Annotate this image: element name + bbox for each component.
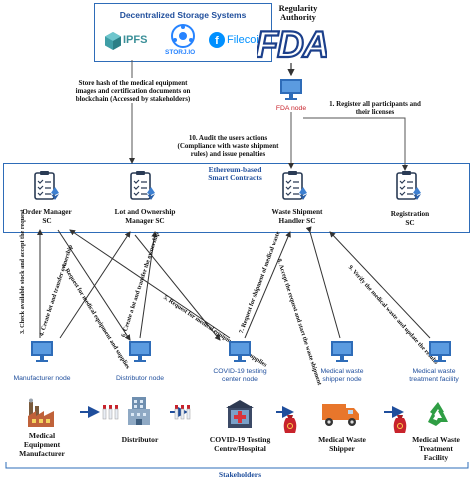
storj-label: STORJ.IO	[165, 49, 196, 56]
storj-icon	[171, 24, 195, 48]
distributor-monitor-icon	[128, 340, 152, 364]
note-audit-line1: 10. Audit the users actions	[188, 134, 268, 142]
testing-center-node-label-line2: center node	[222, 376, 258, 383]
waste-shipment-label-line1: Waste Shipment	[271, 207, 323, 216]
ethereum-label-line2: Smart Contracts	[208, 173, 262, 182]
building-icon	[126, 395, 152, 427]
treatment-facility-node-label-line1: Medical waste	[412, 368, 456, 375]
fda-node-label: FDA node	[275, 105, 307, 112]
register-arrow	[303, 117, 408, 171]
truck-icon	[320, 400, 360, 428]
waste-shipper-label-line2: Shipper	[329, 444, 355, 453]
manufacturer-label-line2: Equipment	[23, 440, 61, 449]
registration-label-line1: Registration	[390, 209, 430, 218]
biohazard-bag-icon-2	[392, 414, 408, 434]
testing-center-node-label-line1: COVID-19 testing	[213, 368, 267, 375]
stakeholders-label: Stakeholders	[218, 470, 262, 479]
step8-arrow	[305, 226, 341, 339]
ethereum-box	[3, 163, 470, 233]
waste-shipper-node-label-line2: shipper node	[322, 376, 362, 383]
manufacturer-label-line3: Manufacturer	[19, 449, 65, 458]
manufacturer-label-line1: Medical	[28, 431, 56, 440]
recycle-icon	[424, 400, 452, 428]
note-store-hash-line2: images and certification documents on	[75, 87, 191, 95]
note-store-hash-line1: Store hash of the medical equipment	[78, 79, 188, 87]
ethereum-label-line1: Ethereum-based	[208, 165, 262, 174]
manufacturer-node-label: Manufacturer node	[13, 375, 71, 382]
note-register-line2: their licenses	[355, 108, 395, 116]
biohazard-bag-icon-1	[282, 414, 298, 434]
fda-monitor-icon	[279, 78, 303, 102]
manufacturer-monitor-icon	[30, 340, 54, 364]
test-tube-icon-2	[174, 404, 194, 420]
lot-ownership-label-line2: Manager SC	[125, 216, 165, 225]
filecoin-label: Filecoin	[227, 34, 265, 46]
distributor-node-label: Distributor node	[116, 375, 164, 382]
waste-shipper-node-label-line1: Medical waste	[320, 368, 364, 375]
stakeholders-bracket	[5, 462, 469, 469]
treatment-facility-monitor-icon	[428, 340, 452, 364]
testing-center-monitor-icon	[228, 340, 252, 364]
storage-title: Decentralized Storage Systems	[119, 10, 247, 20]
step3-label: 3. Check available stock and accept the …	[19, 209, 26, 334]
step4-arrow	[57, 229, 131, 341]
note-audit-line2: (Compliance with waste shipment	[177, 142, 279, 150]
waste-shipper-monitor-icon	[330, 340, 354, 364]
step2-line	[139, 231, 158, 339]
order-manager-label-line2: SC	[42, 216, 52, 225]
regulator-title-line2: Authority	[280, 12, 316, 22]
step5-arrow	[69, 229, 231, 339]
regulator-title-line1: Regularity	[278, 3, 318, 13]
fda-logo: FDA	[254, 23, 330, 66]
registration-label-line2: SC	[405, 218, 415, 227]
testing-centre-label-line1: COVID-19 Testing	[209, 435, 271, 444]
hospital-icon	[226, 400, 254, 430]
order-manager-contract-icon	[34, 170, 60, 202]
step7-arrow	[244, 231, 291, 339]
step2-arrow	[59, 231, 131, 339]
treatment-facility-label-line2: Treatment	[419, 444, 453, 453]
note-audit-line3: rules) and issue penalties	[190, 150, 266, 158]
ipfs-icon	[105, 32, 121, 50]
lot-ownership-label-line1: Lot and Ownership	[114, 207, 176, 216]
distributor-label: Distributor	[121, 435, 159, 444]
ipfs-label: IPFS	[123, 34, 148, 46]
order-manager-label-line1: Order Manager	[22, 207, 72, 216]
lot-ownership-contract-icon	[130, 170, 156, 202]
step9-arrow	[329, 231, 431, 339]
registration-contract-icon	[396, 170, 422, 202]
filecoin-icon: f	[209, 32, 225, 48]
note-store-hash-line3: blockchain (Accessed by stakeholders)	[75, 95, 191, 103]
test-tube-icon-1	[102, 404, 122, 420]
treatment-facility-label-line1: Medical Waste	[412, 435, 460, 444]
storage-box: Decentralized Storage Systems IPFS STORJ…	[94, 3, 272, 62]
waste-shipment-contract-icon	[282, 170, 308, 202]
fda-logo-text: FDA	[257, 24, 327, 62]
waste-shipper-label-line1: Medical Waste	[318, 435, 366, 444]
note-register-line1: 1. Register all participants and	[329, 100, 421, 108]
step6-arrow	[134, 234, 221, 341]
svg-text:f: f	[215, 35, 219, 47]
factory-icon	[26, 398, 56, 428]
waste-shipment-label-line2: Handler SC	[278, 216, 316, 225]
testing-centre-label-line2: Centre/Hospital	[214, 444, 266, 453]
treatment-facility-node-label-line2: treatment facility	[409, 376, 459, 383]
treatment-facility-label-line3: Facility	[423, 453, 449, 462]
